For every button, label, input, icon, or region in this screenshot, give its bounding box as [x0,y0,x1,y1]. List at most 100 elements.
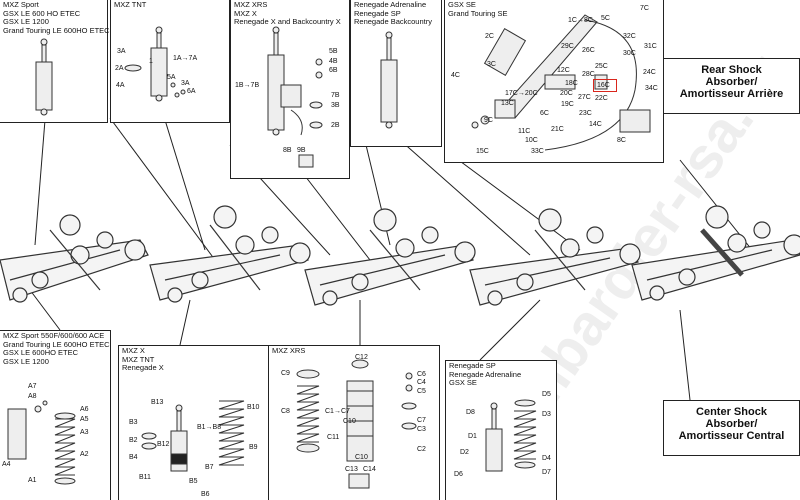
panel-mxz-x: MXZ X MXZ TNT Renegade X B13 B3 B2 B12 B… [118,345,270,500]
panel-mxz-tnt: MXZ TNT 3A 1 2A 4A 1A→7A 5A 3A 6A [110,0,230,123]
part-label: C14 [363,466,376,473]
part-label: 13C [501,100,514,107]
panel-header-line: MXZ TNT [122,354,155,364]
part-label: D7 [542,469,551,476]
shock-drawing [35,38,53,116]
part-label: 15C [476,148,489,155]
part-label: C10 [343,418,356,425]
title-line: Absorber/ [705,418,758,430]
panel-header-line: GSX LE 600HO ETEC [3,348,79,357]
part-label: 25C [595,63,608,70]
shock-drawing [267,26,323,168]
part-label: 32C [623,33,636,40]
part-label: D3 [542,411,551,418]
title-line: Absorber/ [705,76,758,88]
title-line: Amortisseur Arrière [679,88,784,100]
part-label: 12C [557,67,570,74]
part-label: C4 [417,379,426,386]
part-label: 24C [643,69,656,76]
shock-drawing [471,14,651,151]
panel-header-line: GSX LE 1200 [3,17,49,26]
panel-header-line: Renegade Adrenaline [449,369,522,379]
panel-header-line: Renegade Adrenaline [354,0,427,9]
part-label: 14C [589,121,602,128]
part-label: A8 [28,393,37,400]
part-label: D6 [454,471,463,478]
part-label: 20C [560,90,573,97]
part-label: D4 [542,455,551,462]
part-label: 22C [595,95,608,102]
title-line: Rear Shock [701,64,762,76]
panel-gsx-se: GSX SE Grand Touring SE 1C→8C 5C 7C 2C 2… [444,0,664,163]
part-label: C7 [417,417,426,424]
part-label: 1 [149,58,153,65]
shock-drawing [141,400,245,472]
part-label: 6A [187,88,196,95]
part-label: 4A [116,82,125,89]
part-label: 1C→8C [568,17,593,24]
part-label: 9B [297,147,306,154]
panel-header-line: GSX LE 1200 [3,356,49,366]
part-label: C5 [417,388,426,395]
part-label: 19C [561,101,574,108]
panel-header-line: MXZ X [234,8,257,18]
part-label: D2 [460,449,469,456]
panel-header-line: Renegade X [122,363,164,372]
part-label: 7B [331,92,340,99]
panel-mxz-xrs: MXZ XRS MXZ X Renegade X and Backcountry… [230,0,350,179]
part-label: B4 [129,454,138,461]
part-label: C12 [355,354,368,361]
panel-header-line: MXZ Sport [3,0,39,9]
part-label: 5B [329,48,338,55]
part-label: 4C [451,72,460,79]
part-label: 2B [331,122,340,129]
part-label: A6 [80,406,89,413]
part-label: 33C [531,148,544,155]
part-label: D8 [466,409,475,416]
panel-header-line: Renegade X and Backcountry X [234,17,341,26]
part-label: C3 [417,426,426,433]
part-label: 5A [167,74,176,81]
part-label: 18C [565,80,578,87]
part-label: A1 [28,477,37,484]
panel-top-left: MXZ Sport GSX LE 600 HO ETEC GSX LE 1200… [0,0,110,123]
part-label: 2A [115,65,124,72]
part-label: 7C [640,5,649,12]
panel-header-line: GSX SE [448,0,476,9]
part-label: 30C [623,50,636,57]
part-label: A7 [28,383,37,390]
panel-header-line: MXZ X [122,346,145,355]
part-label: 8B [283,147,292,154]
panel-renegade: Renegade Adrenaline Renegade SP Renegade… [350,0,442,147]
part-label: 34C [645,85,658,92]
center-shock-title: Center Shock Absorber/ Amortisseur Centr… [663,400,800,456]
shock-drawing [7,400,76,485]
part-label: B3 [129,419,138,426]
part-label: B11 [139,474,151,481]
part-label: A5 [80,416,89,423]
highlight-16c [593,79,617,92]
part-label: B5 [189,478,198,485]
panel-header-line: MXZ XRS [234,0,268,9]
part-label: 31C [644,43,657,50]
panel-bottom-renegade: Renegade SP Renegade Adrenaline GSX SE D… [445,360,557,500]
panel-header-line: Grand Touring LE 600HO ETEC [3,25,110,35]
part-label: 26C [582,47,595,54]
part-label: C6 [417,371,426,378]
part-label: 2C [485,33,494,40]
part-label: 23C [579,110,592,117]
panel-header-line: Grand Touring LE 600HO ETEC [3,339,110,349]
part-label: 3A [117,48,126,55]
part-label: B2 [129,437,138,444]
part-label: 8C [617,137,626,144]
part-label: 3C [487,61,496,68]
panel-header-line: MXZ TNT [114,0,147,9]
part-label: 6B [329,67,338,74]
part-label: 10C [525,137,538,144]
panel-header-line: GSX SE [449,378,477,387]
part-label: 6C [540,110,549,117]
shock-drawing [124,26,186,102]
part-label: 4B [329,58,338,65]
panel-header-line: Renegade SP [449,361,496,370]
